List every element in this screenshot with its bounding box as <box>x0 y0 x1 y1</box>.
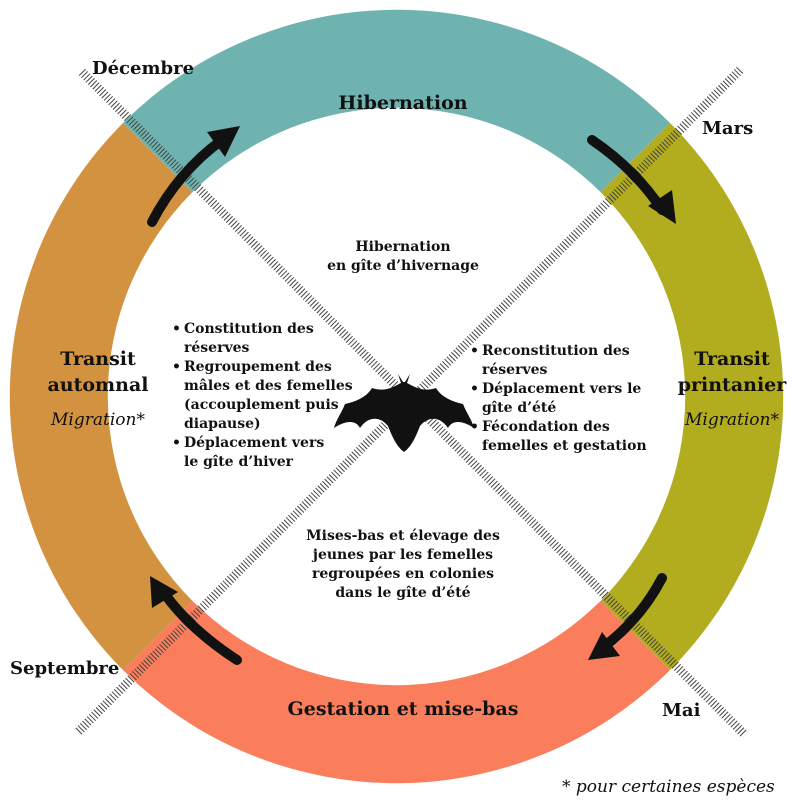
season-label-spring-line1: Transit <box>694 348 770 370</box>
migration-label-spring: Migration* <box>685 410 779 430</box>
month-label-december: Décembre <box>92 58 195 79</box>
month-label-september: Septembre <box>10 658 120 679</box>
spring-activity-item: Fécondation des femelles et gestation <box>470 418 660 456</box>
spring-activity-item: Déplacement vers le gîte d’été <box>470 380 660 418</box>
ring-segment-autumn <box>9 123 193 670</box>
autumn-activity-item-line: Déplacement vers <box>184 435 325 451</box>
center-bottom-line: regroupées en colonies <box>311 566 495 582</box>
spring-activity-item-line: réserves <box>482 362 548 378</box>
center-top-text: Hibernation en gîte d’hivernage <box>293 238 513 276</box>
season-label-autumn-line2: automnal <box>47 374 149 396</box>
season-label-spring: Transit printanier <box>662 346 802 398</box>
center-bottom-text: Mises-bas et élevage des jeunes par les f… <box>286 527 520 603</box>
spring-activity-item-line: Fécondation des <box>482 419 610 435</box>
arrow-icon-spring-to-summer <box>588 573 667 660</box>
arrow-icon-autumn-to-winter <box>147 126 240 227</box>
arrow-icon-summer-to-autumn <box>150 576 242 665</box>
month-label-may: Mai <box>662 700 701 721</box>
footnote: * pour certaines espèces <box>562 777 775 797</box>
ring-segment-gestation <box>123 600 670 784</box>
ring-segment-hibernation <box>123 9 670 193</box>
migration-label-autumn: Migration* <box>51 410 145 430</box>
season-label-gestation: Gestation et mise-bas <box>287 698 519 720</box>
autumn-activity-item-line: Constitution des <box>184 321 314 337</box>
center-bottom-line: dans le gîte d’été <box>335 585 471 601</box>
spring-activity-item-line: Reconstitution des <box>482 343 630 359</box>
arrow-icon-winter-to-spring <box>587 135 676 224</box>
season-label-autumn: Transit automnal <box>28 346 168 398</box>
center-bottom-line: Mises-bas et élevage des <box>306 528 500 544</box>
autumn-activity-list: Constitution des réservesRegroupement des… <box>172 320 367 472</box>
autumn-activity-item-line: le gîte d’hiver <box>184 454 294 470</box>
spring-activity-list: Reconstitution des réservesDéplacement ve… <box>470 342 660 456</box>
spring-activity-item-line: Déplacement vers le <box>482 381 642 397</box>
autumn-activity-item: Constitution des réserves <box>172 320 367 358</box>
center-top-line1: Hibernation <box>355 239 451 255</box>
autumn-activity-item-line: Regroupement des <box>184 359 332 375</box>
ring-segment-spring <box>600 123 784 670</box>
season-label-autumn-line1: Transit <box>60 348 136 370</box>
spring-activity-item: Reconstitution des réserves <box>470 342 660 380</box>
season-label-spring-line2: printanier <box>677 374 787 396</box>
autumn-activity-item-line: (accouplement puis <box>184 397 339 413</box>
spring-activity-item-line: femelles et gestation <box>482 438 647 454</box>
autumn-activity-item-line: mâles et des femelles <box>184 378 353 394</box>
autumn-activity-item-line: réserves <box>184 340 250 356</box>
bat-icon <box>334 374 474 452</box>
autumn-activity-item: Regroupement des mâles et des femelles (ac… <box>172 358 367 434</box>
spring-activity-item-line: gîte d’été <box>482 400 557 416</box>
season-label-hibernation: Hibernation <box>338 92 468 114</box>
center-top-line2: en gîte d’hivernage <box>327 258 479 274</box>
month-label-march: Mars <box>702 118 754 139</box>
autumn-activity-item: Déplacement vers le gîte d’hiver <box>172 434 367 472</box>
autumn-activity-item-line: diapause) <box>184 416 261 432</box>
center-bottom-line: jeunes par les femelles <box>312 547 494 563</box>
